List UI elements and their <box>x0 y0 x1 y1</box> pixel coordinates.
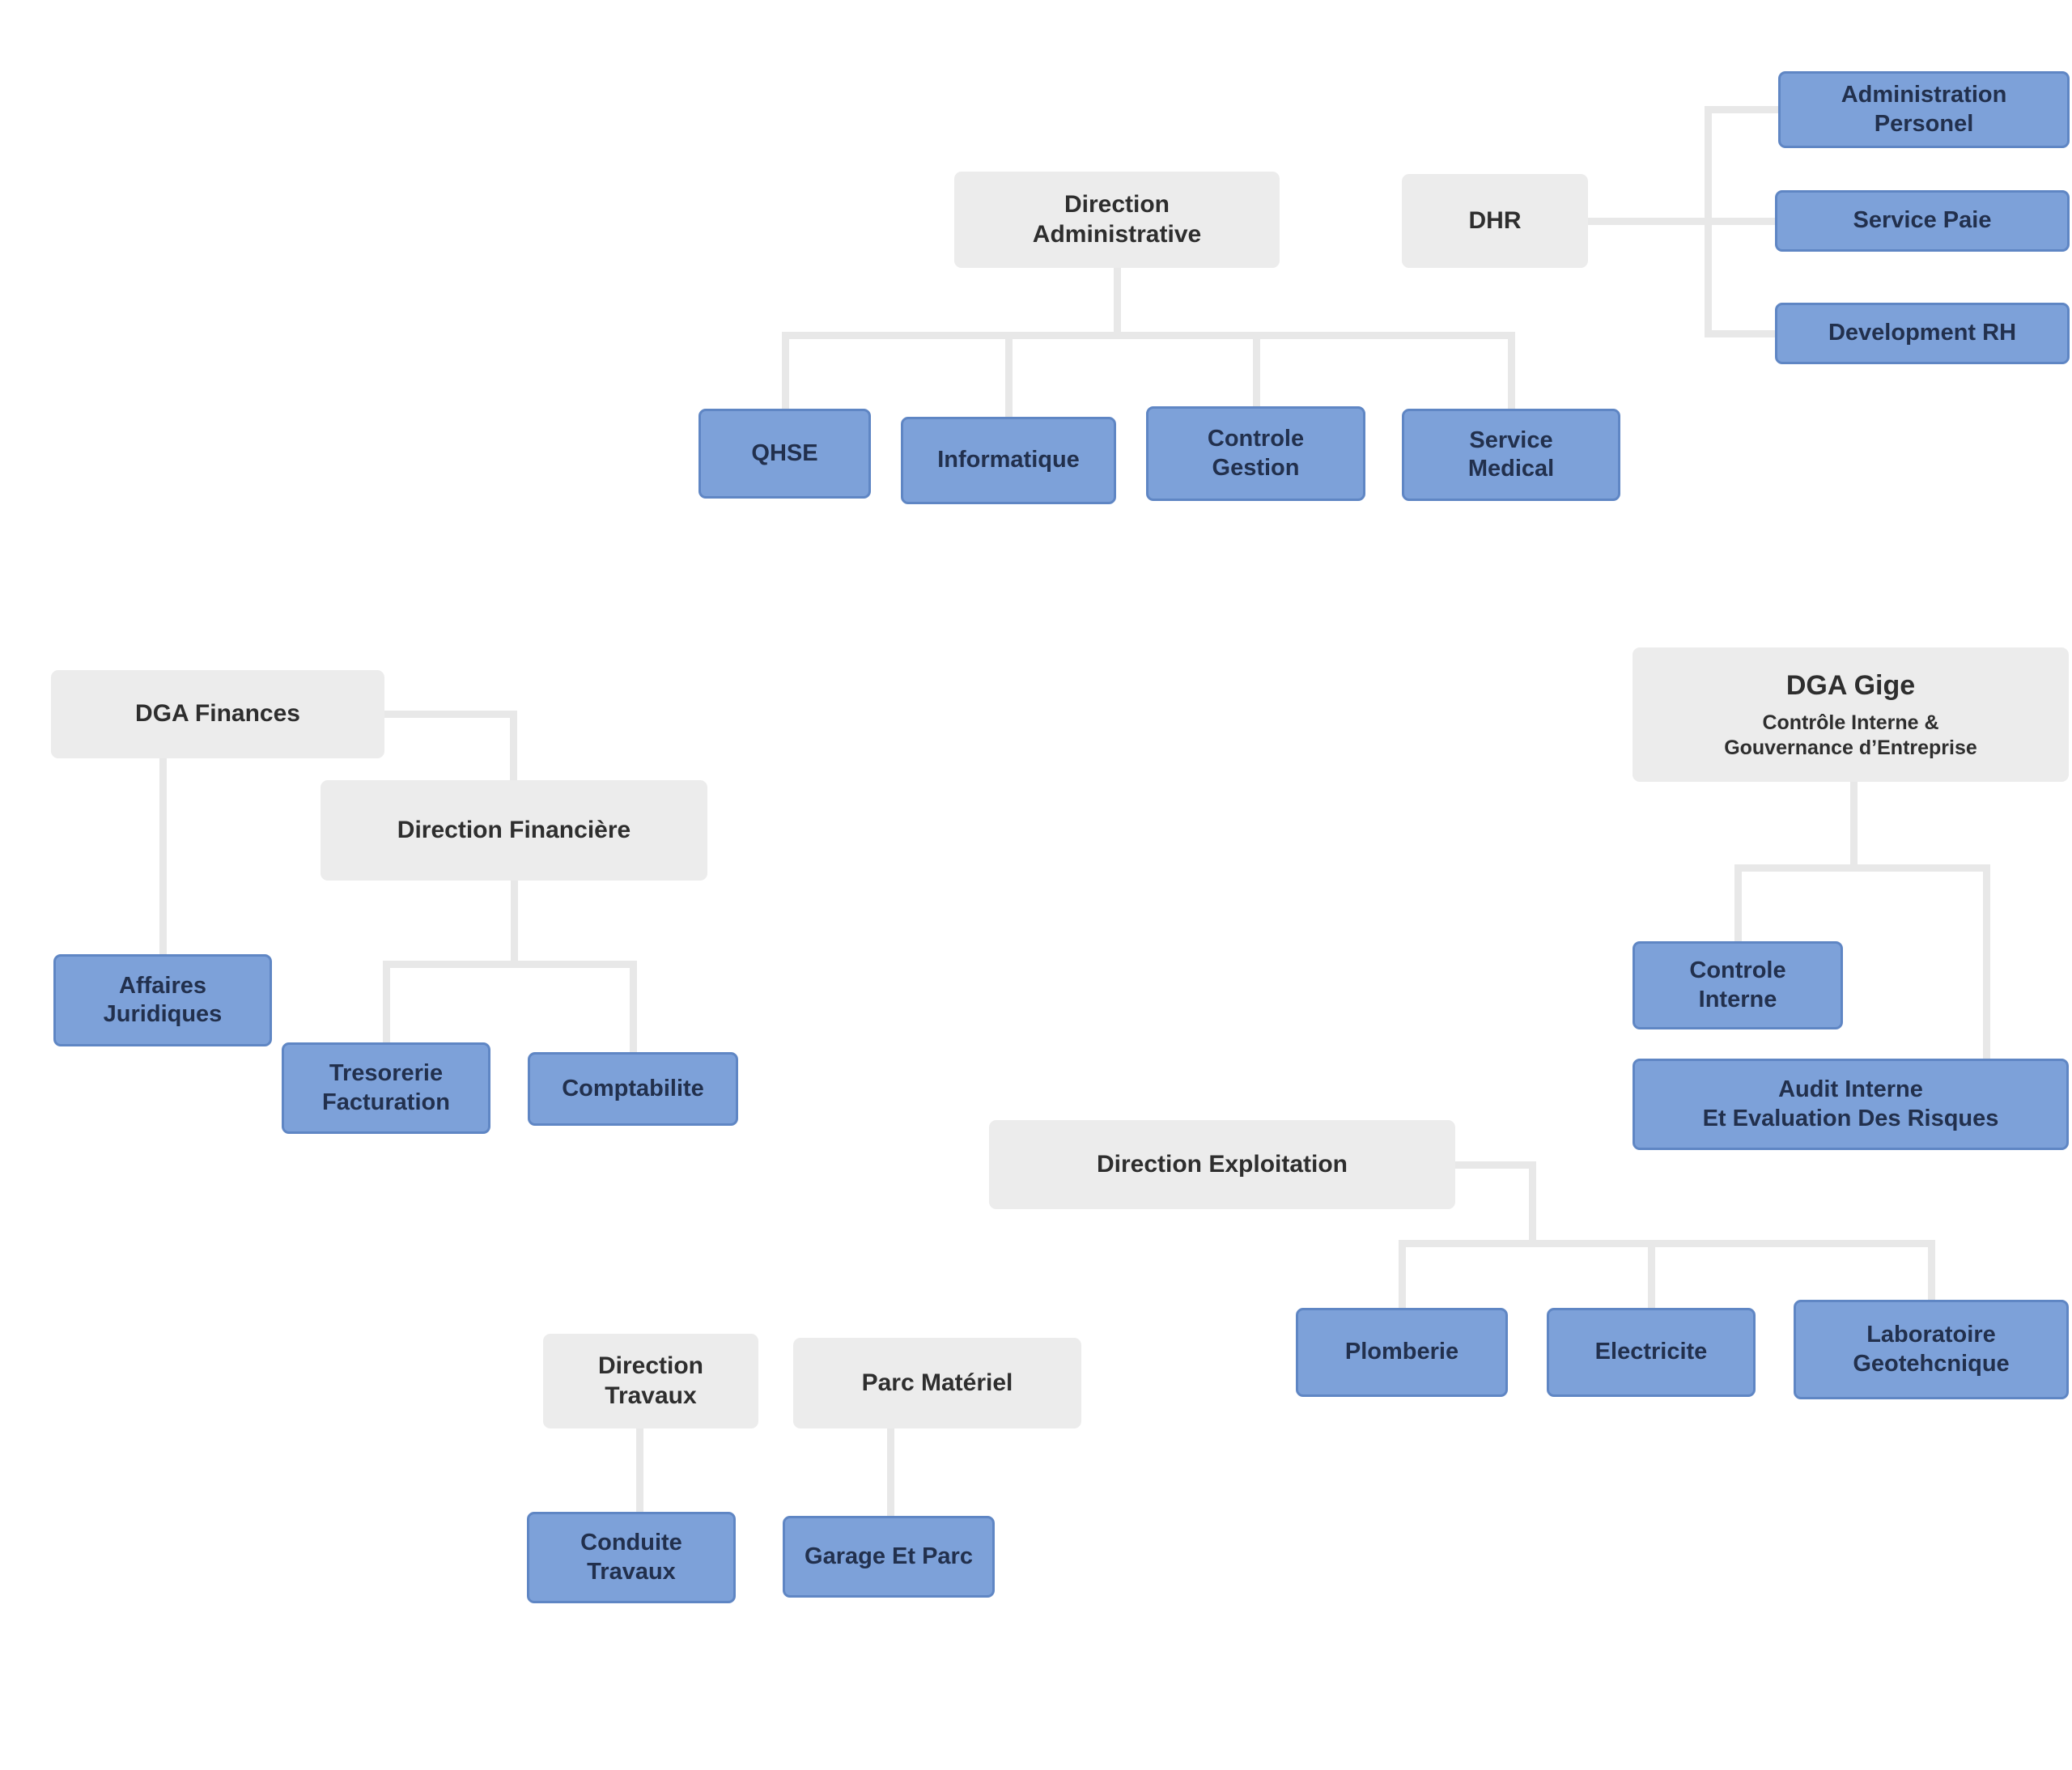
node-audit-interne[interactable]: Audit Interne Et Evaluation Des Risques <box>1633 1059 2069 1150</box>
node-administration-personel[interactable]: Administration Personel <box>1778 71 2070 148</box>
node-laboratoire-geotechnique[interactable]: Laboratoire Geotehcnique <box>1794 1300 2069 1399</box>
connector <box>1705 330 1778 337</box>
connector <box>1648 1240 1655 1308</box>
connector <box>511 881 518 968</box>
connector <box>636 1428 643 1512</box>
node-dhr[interactable]: DHR <box>1402 174 1588 268</box>
node-direction-financiere[interactable]: Direction Financière <box>321 780 707 881</box>
connector <box>383 961 637 968</box>
connector <box>782 332 1515 339</box>
node-service-medical[interactable]: Service Medical <box>1402 409 1620 501</box>
node-controle-interne[interactable]: Controle Interne <box>1633 941 1843 1029</box>
connector <box>1705 106 1781 113</box>
connector <box>1850 782 1858 872</box>
connector <box>159 758 167 954</box>
connector <box>1983 864 1990 1059</box>
connector <box>1928 1240 1935 1300</box>
connector <box>1734 864 1742 941</box>
connector <box>1399 1240 1406 1308</box>
node-controle-gestion[interactable]: Controle Gestion <box>1146 406 1365 501</box>
connector <box>1588 218 1712 225</box>
connector <box>1705 218 1778 225</box>
node-dga-gige[interactable]: DGA Gige Contrôle Interne & Gouvernance … <box>1633 647 2069 782</box>
node-conduite-travaux[interactable]: Conduite Travaux <box>527 1512 736 1603</box>
node-direction-travaux[interactable]: Direction Travaux <box>543 1334 758 1428</box>
connector <box>1253 332 1260 406</box>
connector <box>1734 864 1990 872</box>
connector <box>782 332 789 409</box>
node-development-rh[interactable]: Development RH <box>1775 303 2070 364</box>
dga-gige-content: DGA Gige Contrôle Interne & Gouvernance … <box>1724 669 1977 760</box>
node-tresorerie-facturation[interactable]: Tresorerie Facturation <box>282 1042 490 1134</box>
node-comptabilite[interactable]: Comptabilite <box>528 1052 738 1126</box>
connector <box>1005 332 1013 417</box>
connector <box>1529 1161 1536 1247</box>
node-plomberie[interactable]: Plomberie <box>1296 1308 1508 1397</box>
node-parc-materiel[interactable]: Parc Matériel <box>793 1338 1081 1428</box>
node-electricite[interactable]: Electricite <box>1547 1308 1756 1397</box>
node-direction-exploitation[interactable]: Direction Exploitation <box>989 1120 1455 1209</box>
connector <box>1399 1240 1935 1247</box>
connector <box>1114 268 1121 339</box>
node-informatique[interactable]: Informatique <box>901 417 1116 504</box>
connector <box>1508 332 1515 409</box>
dga-gige-subtitle: Contrôle Interne & Gouvernance d’Entrepr… <box>1724 711 1977 759</box>
connector <box>384 711 517 718</box>
node-qhse[interactable]: QHSE <box>698 409 871 499</box>
node-service-paie[interactable]: Service Paie <box>1775 190 2070 252</box>
dga-gige-title: DGA Gige <box>1785 669 1916 701</box>
node-direction-administrative[interactable]: Direction Administrative <box>954 172 1280 268</box>
connector <box>630 961 637 1052</box>
connector <box>383 961 390 1042</box>
connector <box>887 1428 894 1516</box>
connector <box>1455 1161 1536 1169</box>
node-affaires-juridiques[interactable]: Affaires Juridiques <box>53 954 272 1046</box>
node-garage-et-parc[interactable]: Garage Et Parc <box>783 1516 995 1598</box>
connector <box>510 711 517 780</box>
node-dga-finances[interactable]: DGA Finances <box>51 670 384 758</box>
